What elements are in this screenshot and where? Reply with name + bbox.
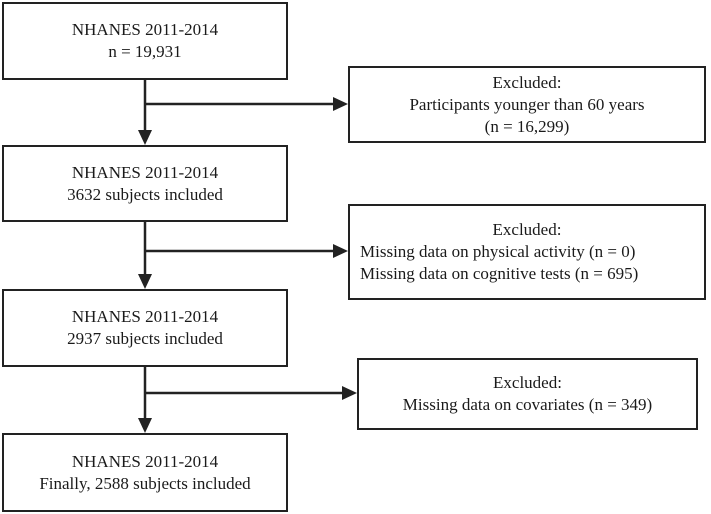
exclusion-box-age: Excluded: Participants younger than 60 y…	[348, 66, 706, 143]
exclusion-box-missing-tests: Excluded: Missing data on physical activ…	[348, 204, 706, 300]
exclusion-box-2-item-1: Missing data on physical activity (n = 0…	[360, 242, 636, 261]
exclusion-box-2-title: Excluded:	[492, 220, 562, 239]
arrow-excl-1-head	[333, 97, 348, 111]
main-box-3-line1: NHANES 2011-2014	[71, 307, 219, 326]
exclusion-box-1-title: Excluded:	[492, 72, 562, 92]
exclusion-box-2-item-2: Missing data on cognitive tests (n = 695…	[360, 264, 639, 283]
main-box-tests-included: NHANES 2011-2014 2937 subjects included	[2, 289, 288, 367]
arrow-main-3-to-4-head	[138, 418, 152, 433]
main-box-4-line2: Finally, 2588 subjects included	[39, 473, 251, 493]
arrow-excl-3-head	[342, 386, 357, 400]
exclusion-box-3-item-1: Missing data on covariates (n = 349)	[402, 395, 653, 414]
main-box-2-line1: NHANES 2011-2014	[71, 162, 219, 182]
exclusion-box-1-item-2: (n = 16,299)	[484, 116, 570, 136]
exclusion-box-1-item-1: Participants younger than 60 years	[409, 94, 645, 114]
main-box-4-line1: NHANES 2011-2014	[71, 451, 219, 471]
exclusion-box-covariates: Excluded: Missing data on covariates (n …	[357, 358, 698, 430]
main-box-1-line1: NHANES 2011-2014	[71, 20, 219, 39]
main-box-3-line2: 2937 subjects included	[67, 329, 223, 348]
main-box-final-included: NHANES 2011-2014 Finally, 2588 subjects …	[2, 433, 288, 512]
arrow-main-2-to-3-head	[138, 274, 152, 289]
main-box-nhanes-total: NHANES 2011-2014 n = 19,931	[2, 2, 288, 80]
main-box-age-included: NHANES 2011-2014 3632 subjects included	[2, 145, 288, 222]
arrow-excl-2-head	[333, 244, 348, 258]
main-box-1-line2: n = 19,931	[108, 42, 182, 61]
main-box-2-line2: 3632 subjects included	[67, 184, 223, 204]
exclusion-box-3-title: Excluded:	[493, 373, 562, 392]
arrow-main-1-to-2-head	[138, 130, 152, 145]
